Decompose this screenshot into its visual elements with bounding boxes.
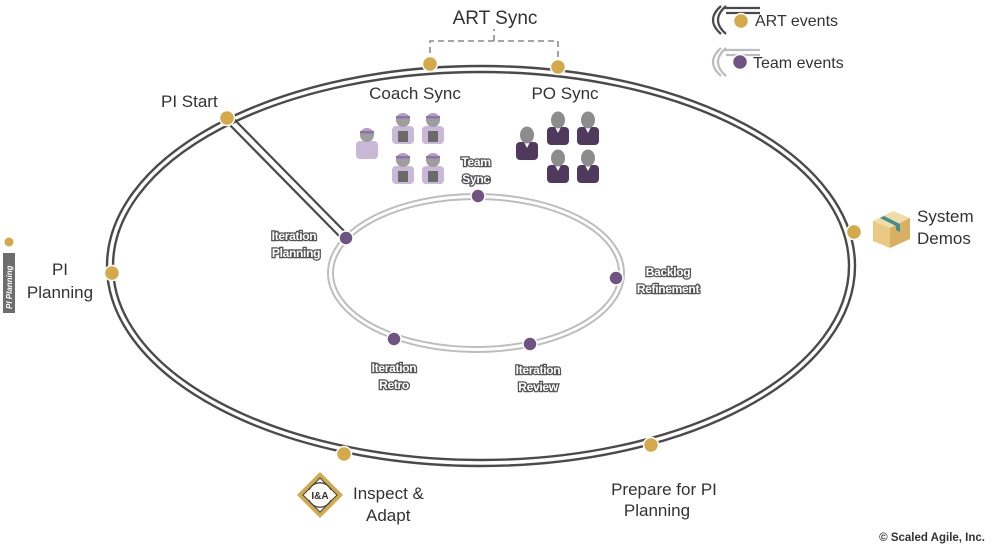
iteration-planning-marker[interactable] <box>338 230 354 246</box>
team-sync-label-line2: Sync <box>462 172 490 186</box>
pi-planning-tab: PI Planning <box>3 236 15 313</box>
system-demos-marker[interactable] <box>845 223 863 241</box>
inspect-adapt-label-line1: Inspect & <box>353 484 425 503</box>
legend-team-events-label: Team events <box>753 55 844 72</box>
iteration-planning-label-line1: Iteration <box>272 229 317 243</box>
art-sync-bracket <box>429 29 559 64</box>
inspect-adapt-marker[interactable] <box>335 445 353 463</box>
legend-art-events-label: ART events <box>755 13 838 30</box>
scrum-master-person-icon <box>392 113 414 144</box>
art-sync-marker-right[interactable] <box>549 58 567 76</box>
copyright-text: © Scaled Agile, Inc. <box>879 532 985 544</box>
product-owner-person-icon <box>577 111 599 145</box>
prepare-pi-planning-label-line2: Planning <box>624 501 690 520</box>
inspect-adapt-label-line2: Adapt <box>366 506 411 525</box>
backlog-refinement-label-line1: Backlog <box>646 265 691 279</box>
team-sync-marker[interactable] <box>470 188 486 204</box>
art-track <box>105 64 857 468</box>
iteration-planning-label-line2: Planning <box>272 246 320 260</box>
box-icon <box>873 211 910 248</box>
pi-start-marker[interactable] <box>218 109 236 127</box>
coach-sync-label: Coach Sync <box>369 84 461 103</box>
legend-team-events-swatch <box>711 47 760 77</box>
scrum-master-person-icon <box>422 113 444 144</box>
backlog-refinement-label-line2: Refinement <box>637 282 700 296</box>
team-event-markers <box>338 188 624 352</box>
prepare-pi-planning-label-line1: Prepare for PI <box>611 480 717 499</box>
iteration-review-label-line1: Iteration <box>516 363 561 377</box>
product-owner-person-icon <box>577 149 599 183</box>
pi-start-label: PI Start <box>161 92 218 111</box>
art-event-markers <box>103 55 863 463</box>
product-owner-person-icon <box>547 111 569 145</box>
diamond-badge-icon: I&A <box>297 472 343 518</box>
pi-planning-marker[interactable] <box>103 264 121 282</box>
iteration-retro-label-line1: Iteration <box>372 361 417 375</box>
art-sync-marker-left[interactable] <box>421 55 439 73</box>
prepare-pi-planning-marker[interactable] <box>642 436 660 454</box>
product-owner-person-icon <box>547 149 569 183</box>
team-track <box>327 193 625 353</box>
iteration-retro-label-line2: Retro <box>379 378 409 392</box>
ia-badge-text: I&A <box>311 491 328 502</box>
pi-planning-label-line2: Planning <box>27 283 93 302</box>
po-sync-label: PO Sync <box>531 84 599 103</box>
system-demos-label-line1: System <box>917 207 974 226</box>
system-demos-label-line2: Demos <box>917 229 971 248</box>
legend-art-events-swatch <box>711 5 760 35</box>
iteration-retro-marker[interactable] <box>386 331 402 347</box>
scrum-master-person-icon <box>422 153 444 184</box>
product-owner-person-icon <box>516 126 538 160</box>
backlog-refinement-marker[interactable] <box>608 270 624 286</box>
coach-sync-people <box>356 113 444 184</box>
pi-planning-tab-text: PI Planning <box>5 265 14 309</box>
pi-start-connector <box>223 114 350 241</box>
po-sync-people <box>516 111 599 183</box>
pi-planning-label-line1: PI <box>52 260 68 279</box>
art-sync-label: ART Sync <box>453 8 538 29</box>
scrum-master-person-icon <box>356 128 378 159</box>
legend: ART events Team events <box>711 5 844 77</box>
team-sync-label-line1: Team <box>461 155 490 169</box>
iteration-review-marker[interactable] <box>522 336 538 352</box>
scrum-master-person-icon <box>392 153 414 184</box>
iteration-review-label-line2: Review <box>518 380 559 394</box>
